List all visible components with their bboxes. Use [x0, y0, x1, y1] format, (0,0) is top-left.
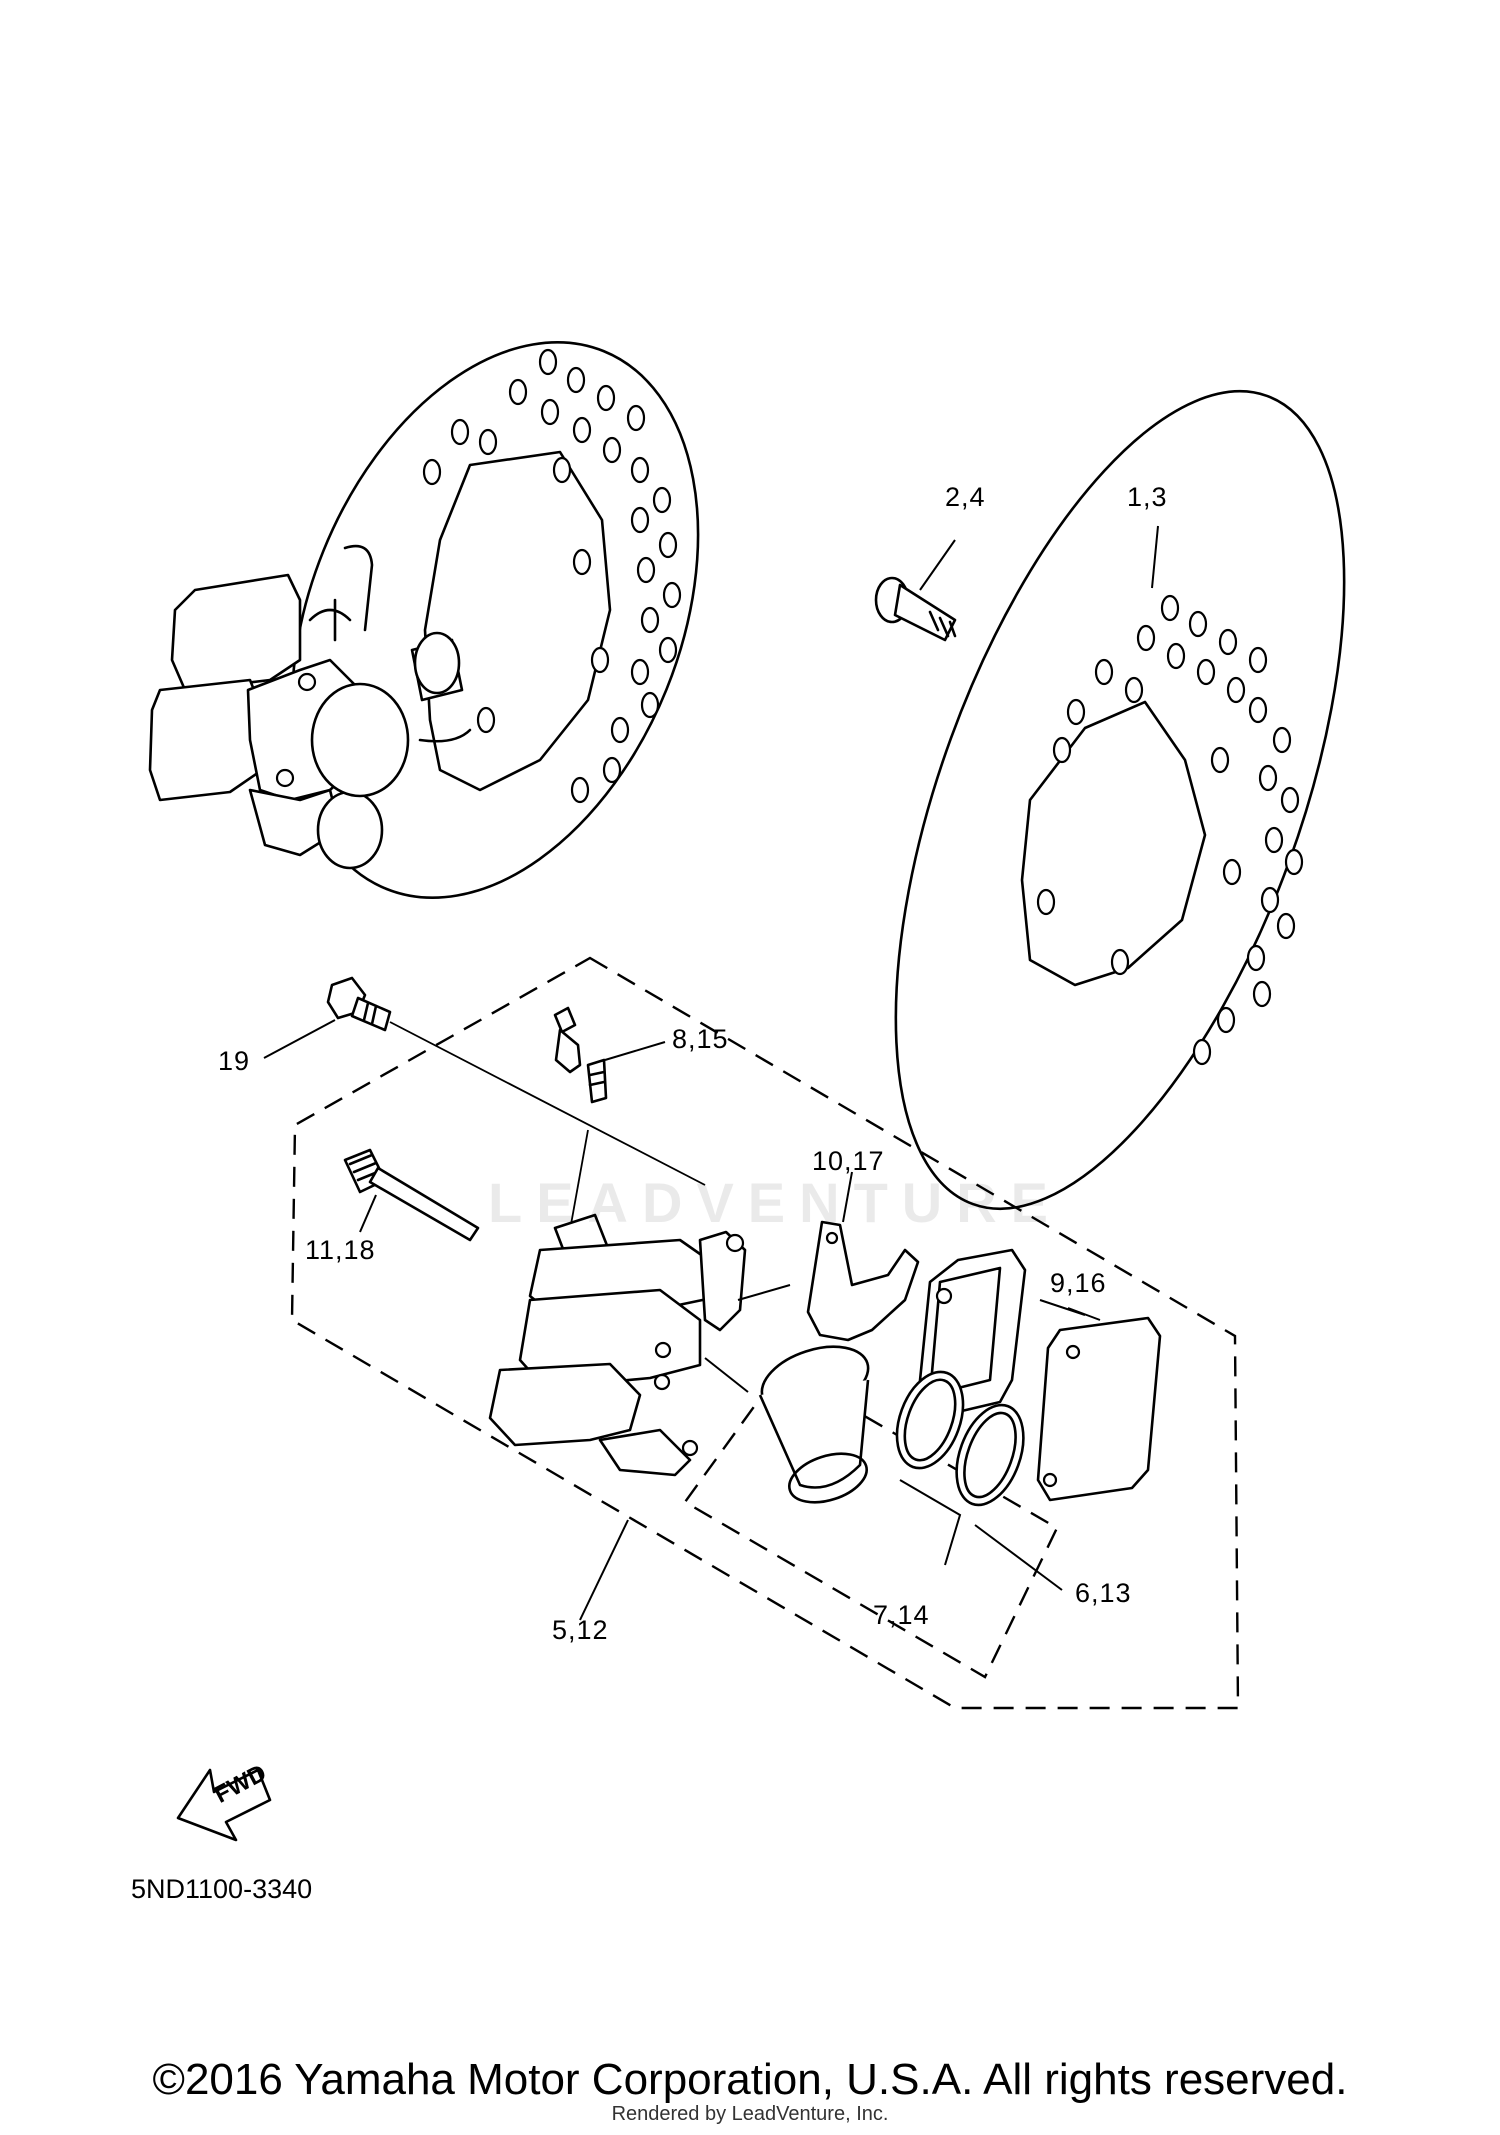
callout-piston-seal: 7,14: [873, 1600, 930, 1630]
brake-disc: [894, 389, 1346, 1211]
disc-bolt: [874, 539, 957, 642]
pad-spring: [806, 1171, 920, 1342]
bleed-screw: [553, 1006, 666, 1231]
callout-disc-bolt: 2,4: [945, 482, 986, 512]
callout-pad-spring: 10,17: [812, 1146, 885, 1176]
callout-caliper-assy: 5,12: [552, 1615, 609, 1645]
callout-seal-kit: 6,13: [1075, 1578, 1132, 1608]
caliper-pin: [343, 1148, 480, 1242]
seal-kit-outline: [683, 1366, 1059, 1679]
callout-disc: 1,3: [1127, 482, 1168, 512]
brake-pad-outer: [1036, 1299, 1162, 1502]
callout-bleed-screw: 8,15: [672, 1024, 729, 1054]
piston-seal: [895, 1370, 965, 1566]
caliper-kit-outline: [290, 956, 1240, 1710]
assembled-caliper: [148, 544, 472, 870]
dust-seal: [955, 1403, 1063, 1591]
callout-pin: 11,18: [305, 1235, 376, 1265]
rendered-by-notice: Rendered by LeadVenture, Inc.: [611, 2103, 889, 2125]
callout-pad-kit: 9,16: [1050, 1268, 1107, 1298]
diagram-code: 5ND1100-3340: [131, 1874, 313, 1904]
disc-leader: [1151, 525, 1159, 589]
caliper-bolt: [263, 976, 706, 1186]
caliper-piston: [758, 1345, 870, 1504]
callout-caliper-bolt: 19: [218, 1046, 251, 1076]
fwd-arrow-icon: [176, 1768, 272, 1842]
caliper-body: [488, 1213, 791, 1621]
copyright-notice: ©2016 Yamaha Motor Corporation, U.S.A. A…: [152, 2055, 1348, 2104]
watermark: LEADVENTURE: [488, 1171, 1063, 1234]
